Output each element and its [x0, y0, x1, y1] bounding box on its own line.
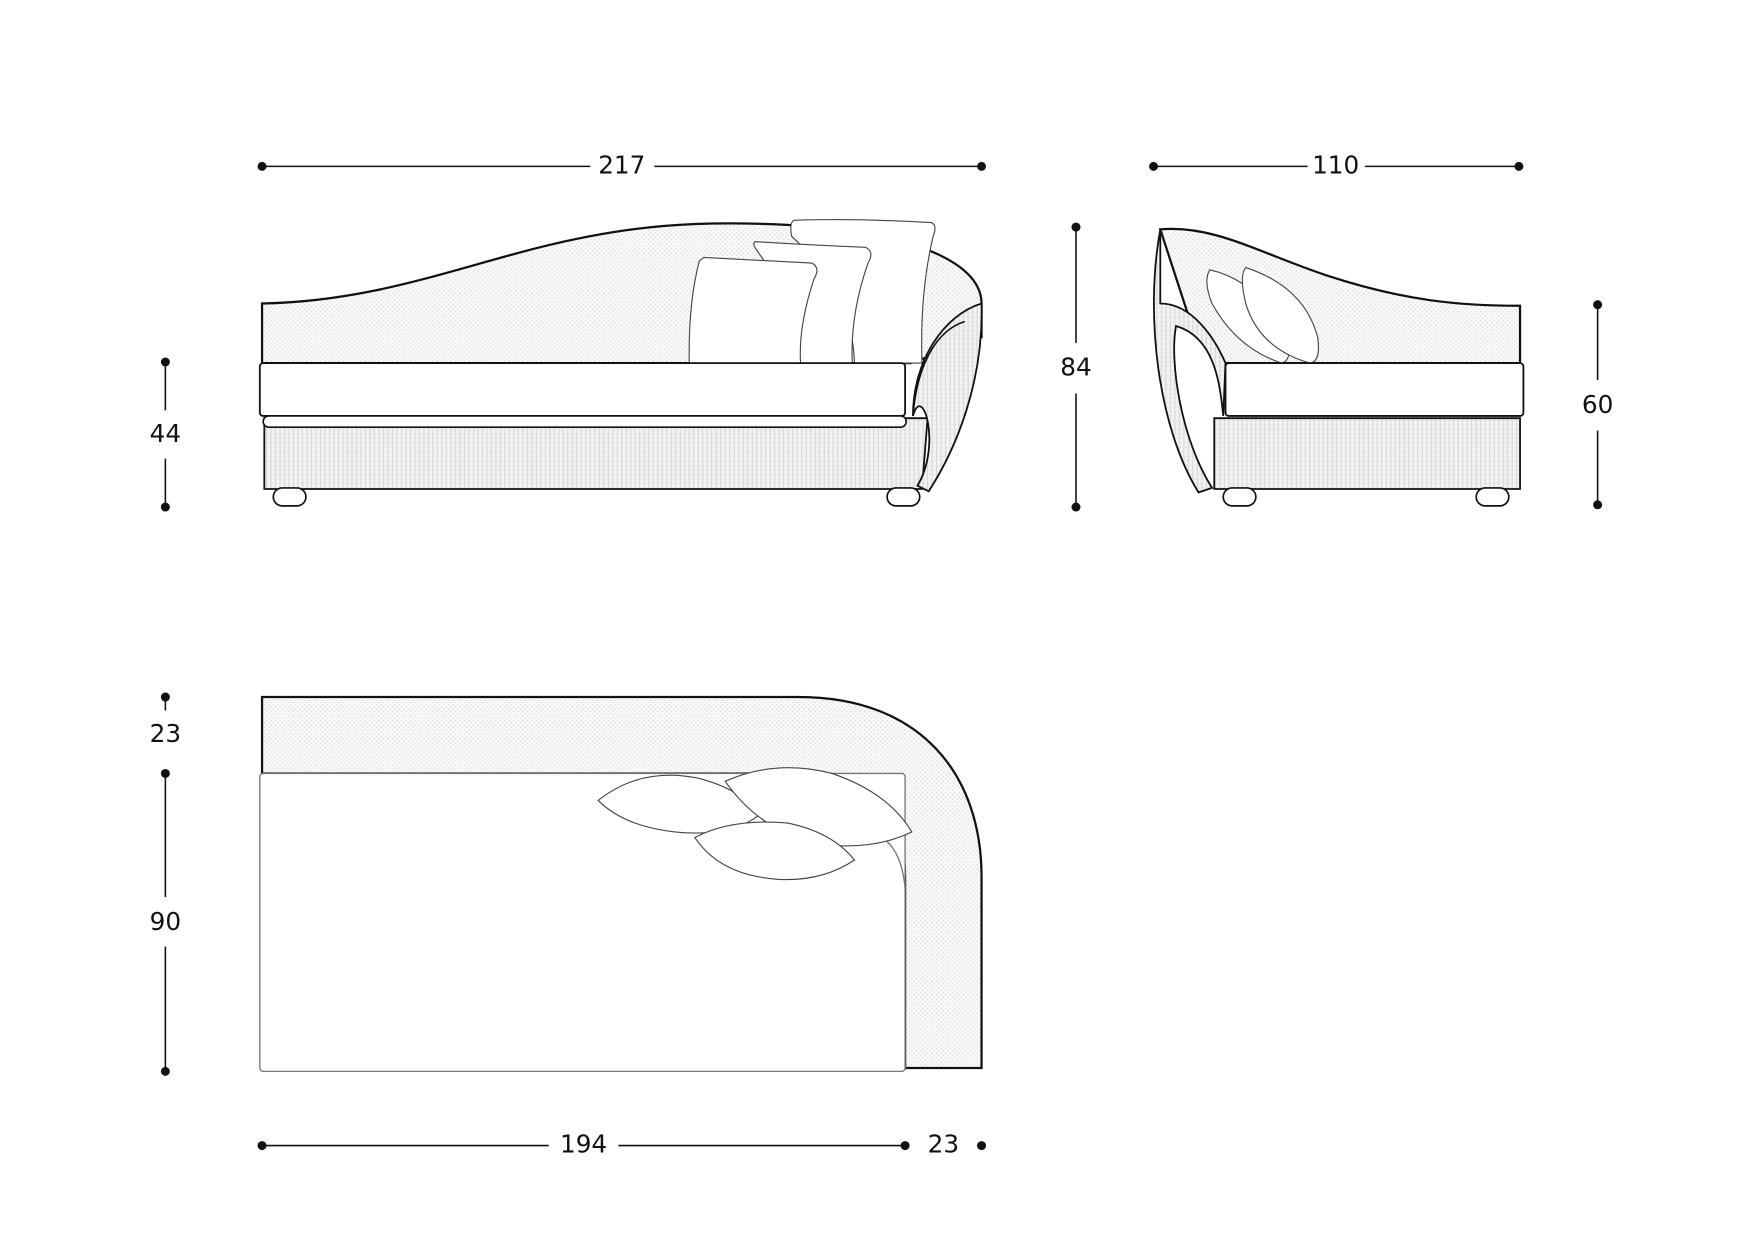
dimension-label: 217: [598, 150, 645, 179]
side-foot-left: [1222, 487, 1257, 507]
front-view: [258, 219, 983, 507]
dimension-total-height: 84: [1060, 222, 1092, 512]
side-base: [1213, 417, 1521, 490]
dimension-label: 90: [150, 907, 181, 936]
dimension-label: 84: [1060, 353, 1091, 382]
side-arm: [1153, 229, 1227, 494]
front-arm-inner: [912, 320, 965, 417]
front-seat-cushion: [258, 362, 907, 417]
dimension-arm-width: 23: [928, 1130, 987, 1159]
dimension-seat-length: 194: [257, 1130, 910, 1159]
dimension-label: 23: [150, 719, 181, 748]
dimension-label: 23: [928, 1130, 959, 1159]
side-seat-cushion: [1224, 362, 1525, 417]
dimension-label: 110: [1312, 150, 1359, 179]
top-view: [259, 695, 983, 1073]
dimension-back-depth: 23: [150, 692, 181, 778]
dimension-label: 44: [150, 419, 181, 448]
dimension-front-width: 217: [257, 150, 987, 179]
dimension-seat-height: 44: [150, 357, 181, 512]
dimension-label: 194: [560, 1130, 607, 1159]
front-base: [263, 417, 929, 490]
dimension-seat-depth: 90: [150, 773, 181, 1076]
front-foot-right: [886, 487, 921, 507]
side-foot-right: [1475, 487, 1510, 507]
front-foot-left: [272, 487, 307, 507]
dimension-side-depth: 110: [1149, 150, 1524, 179]
front-arm: [912, 302, 983, 493]
dimension-arm-height: 60: [1582, 300, 1613, 510]
dimension-label: 60: [1582, 390, 1613, 419]
front-pillow-1: [688, 256, 818, 364]
front-seat-edge: [262, 415, 908, 428]
top-pillow-3: [694, 821, 856, 881]
side-view: [1153, 227, 1525, 507]
